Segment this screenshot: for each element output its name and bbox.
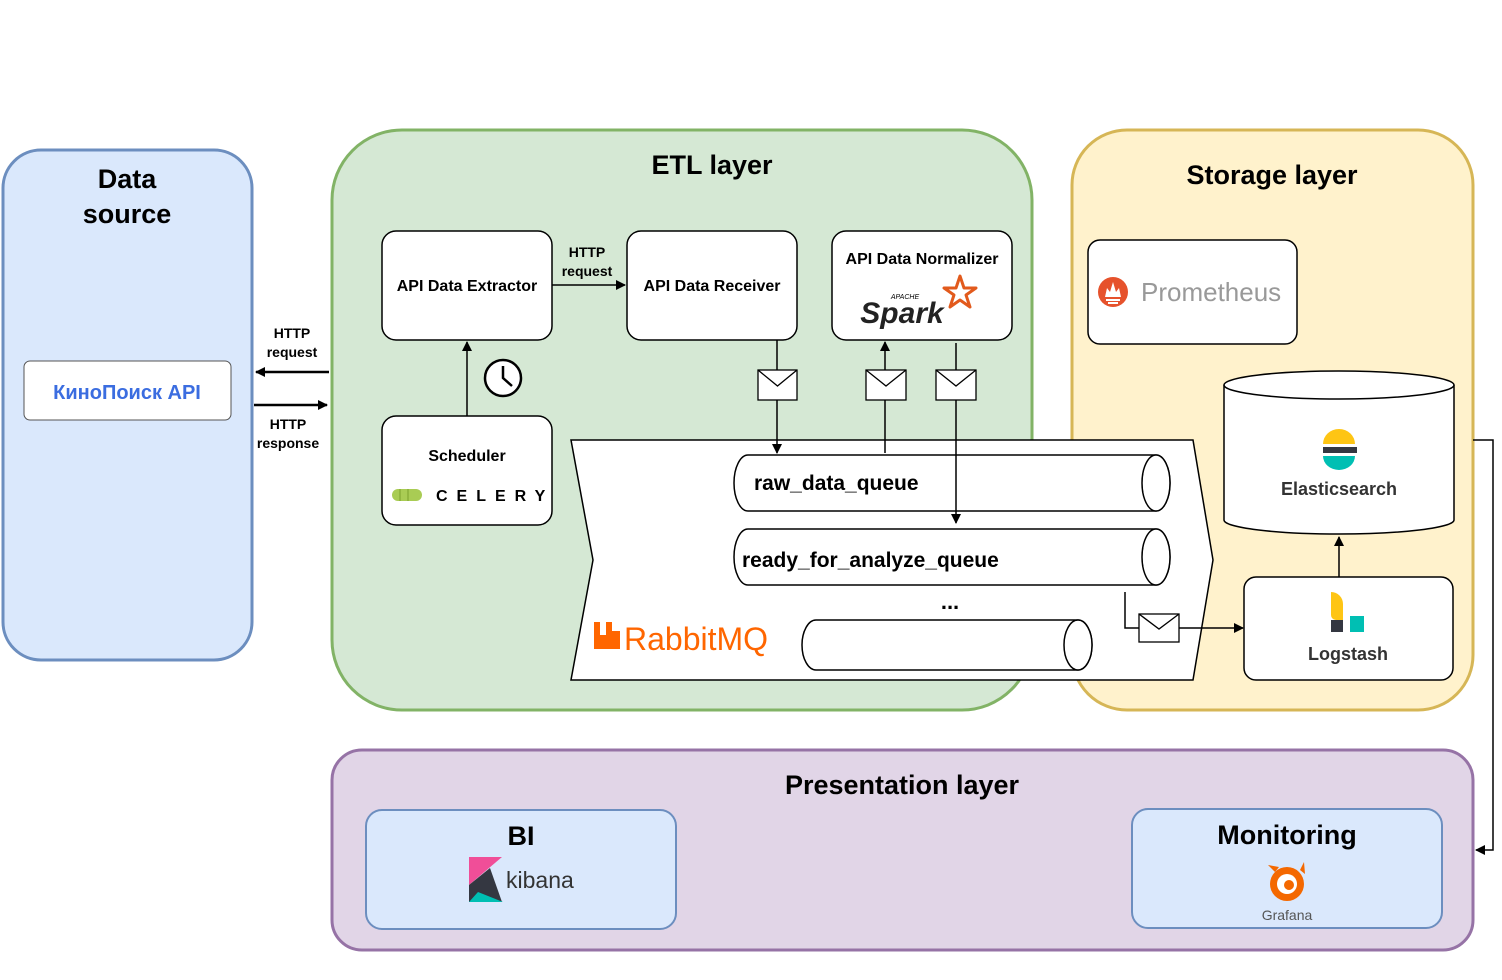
prometheus-logo: Prometheus <box>1141 277 1281 307</box>
prometheus-logo-icon <box>1098 277 1128 307</box>
api-data-extractor-label: API Data Extractor <box>397 278 538 295</box>
celery-logo-icon <box>392 489 422 501</box>
scheduler-box <box>381 415 553 526</box>
inner-http-line1: HTTP <box>569 244 606 260</box>
spark-logo-top: APACHE <box>890 294 920 301</box>
logstash-label: Logstash <box>1308 644 1388 664</box>
kibana-logo-icon <box>469 857 503 902</box>
message-envelope-icon <box>935 369 977 401</box>
data-source-title-line2: source <box>83 199 172 229</box>
queue-ready-for-analyze-label: ready_for_analyze_queue <box>742 549 999 572</box>
storage-layer-title: Storage layer <box>1186 160 1358 190</box>
message-envelope-icon <box>1138 613 1180 643</box>
queue-ellipsis: ... <box>941 589 959 614</box>
queue-empty <box>801 619 1093 671</box>
logstash-box <box>1243 576 1454 681</box>
spark-star-icon <box>942 274 978 309</box>
etl-layer-title: ETL layer <box>651 150 773 180</box>
elasticsearch-label: Elasticsearch <box>1281 479 1397 499</box>
rabbitmq-logo-icon <box>594 622 620 649</box>
kinopoisk-api-box <box>23 360 232 421</box>
http-response-line2: response <box>257 435 319 451</box>
bi-box <box>365 809 677 930</box>
grafana-logo-icon <box>1268 862 1305 901</box>
clock-icon <box>483 358 523 398</box>
celery-logo: CELERY <box>436 488 554 505</box>
queue-ready-for-analyze <box>733 528 1171 586</box>
queue-to-logstash-arrow <box>1124 592 1244 633</box>
message-envelope-icon <box>757 369 798 401</box>
http-response-line1: HTTP <box>270 416 307 432</box>
kibana-logo: kibana <box>506 867 574 893</box>
grafana-logo: Grafana <box>1262 907 1313 923</box>
spark-logo: Spark <box>860 297 945 330</box>
api-data-normalizer-label: API Data Normalizer <box>846 251 999 268</box>
prometheus-box <box>1087 239 1298 345</box>
bi-title: BI <box>508 821 535 851</box>
presentation-layer-title: Presentation layer <box>785 770 1020 800</box>
api-data-receiver-box <box>626 230 798 341</box>
api-data-receiver-label: API Data Receiver <box>644 278 781 295</box>
message-envelope-icon <box>865 369 907 401</box>
kinopoisk-api-label: КиноПоиск API <box>53 382 201 404</box>
data-source-title-line1: Data <box>98 164 158 194</box>
api-data-normalizer-box <box>831 230 1013 341</box>
monitoring-title: Monitoring <box>1217 820 1356 850</box>
http-request-line1: HTTP <box>274 325 311 341</box>
http-request-line2: request <box>267 344 318 360</box>
rabbitmq-logo: RabbitMQ <box>624 621 768 657</box>
inner-http-line2: request <box>562 263 613 279</box>
queue-raw-data-label: raw_data_queue <box>754 472 919 495</box>
storage-to-monitoring-arrow <box>1473 439 1494 855</box>
queue-raw-data <box>733 454 1171 512</box>
logstash-logo-icon <box>1331 592 1364 632</box>
elasticsearch-logo-icon <box>1323 429 1357 470</box>
scheduler-label: Scheduler <box>428 448 505 465</box>
